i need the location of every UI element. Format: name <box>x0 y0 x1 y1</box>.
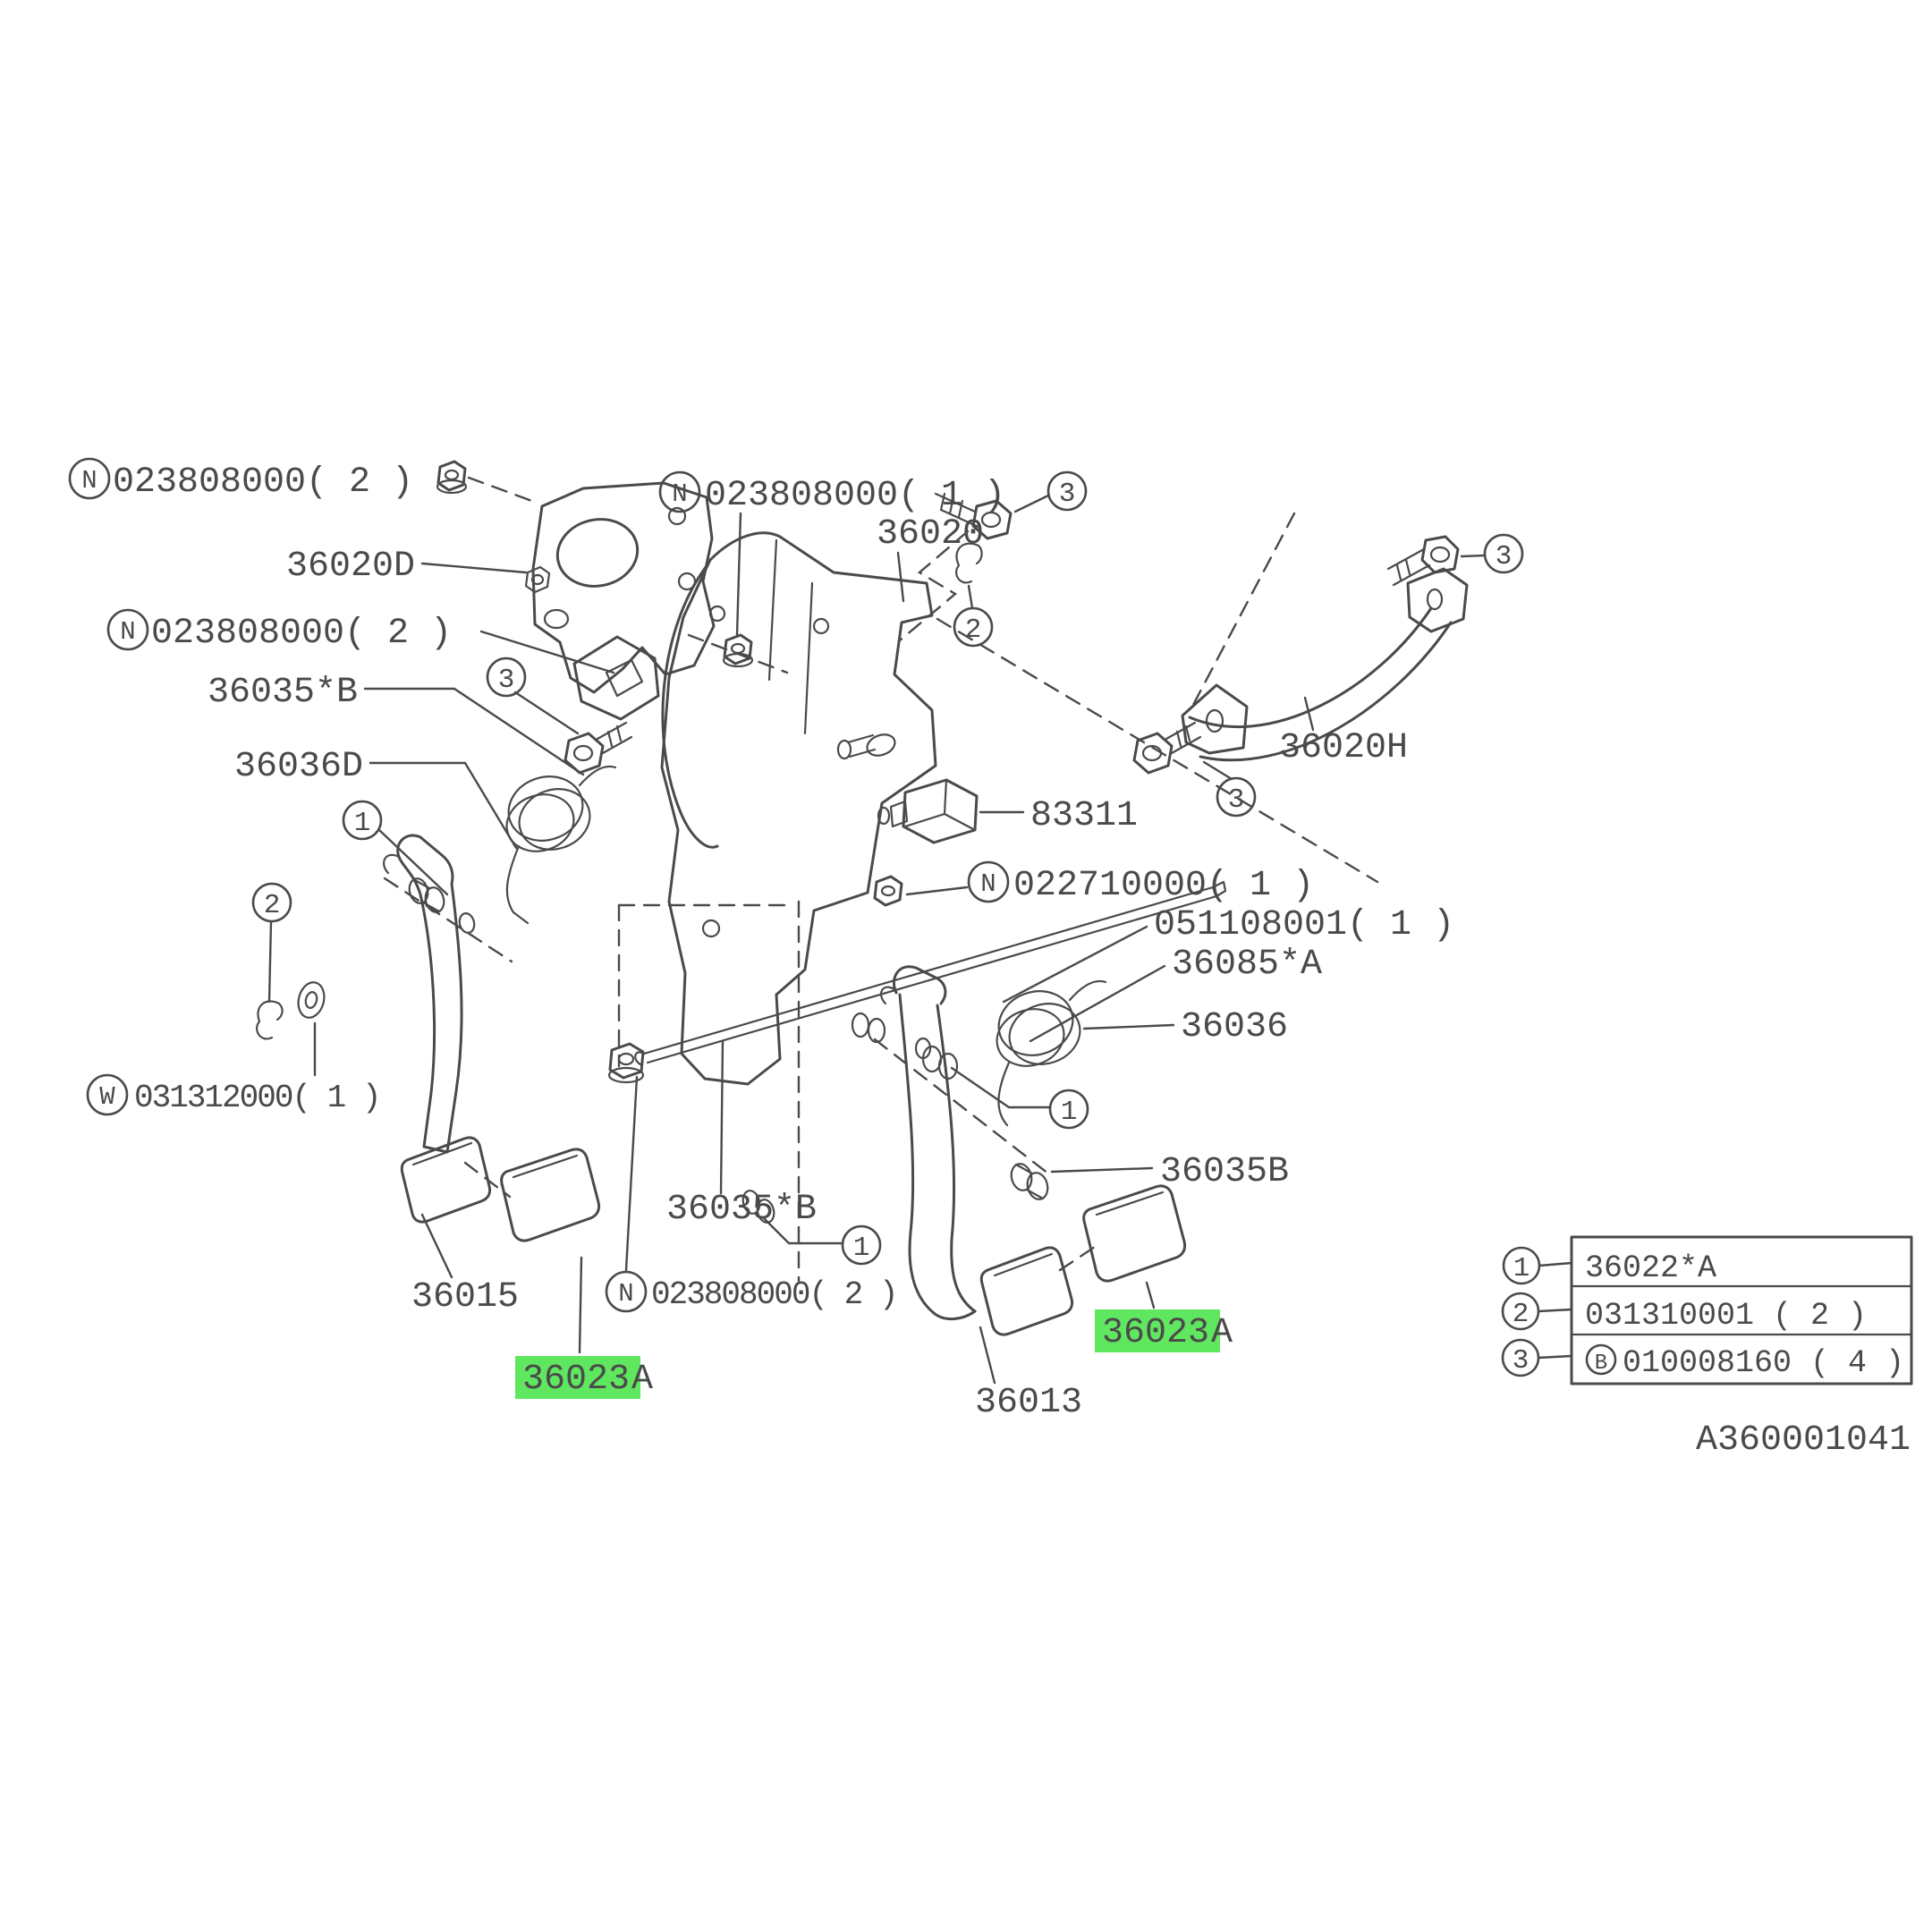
label-36035b-upper: 36035*B <box>208 673 358 713</box>
label-text: 023808000( 2 ) <box>151 614 452 654</box>
svg-text:2: 2 <box>1513 1299 1530 1330</box>
pad-36023a-right <box>1082 1184 1187 1283</box>
label-nut-top-mid: N 023808000( 1 ) <box>658 470 1005 516</box>
pedal-brake-36013 <box>851 965 1074 1336</box>
bushing-36035b <box>1010 1163 1049 1200</box>
label-text: 023808000( 2 ) <box>651 1276 896 1313</box>
prefix-w: W <box>99 1082 115 1112</box>
label-36036: 36036 <box>1181 1007 1288 1047</box>
pad-36023a-left <box>500 1148 601 1242</box>
label-36036d: 36036D <box>234 747 363 787</box>
legend-part-1: 36022*A <box>1585 1250 1716 1286</box>
prefix-n3: N <box>672 479 687 509</box>
label-nut-bottom: N 023808000( 2 ) <box>605 1270 898 1313</box>
svg-text:2: 2 <box>264 890 281 921</box>
callout-1-bottom-mid: 1 <box>841 1224 882 1266</box>
label-36023-left: 36023 <box>522 1360 630 1400</box>
svg-text:3: 3 <box>1513 1345 1530 1377</box>
footer-drawing-code: A360001041 <box>1696 1420 1911 1461</box>
label-text: 031312000( 1 ) <box>134 1080 379 1116</box>
svg-text:3: 3 <box>498 665 515 696</box>
label-36020: 36020 <box>877 514 984 555</box>
c-clip-top <box>955 542 983 584</box>
c-clip-left <box>256 1000 284 1040</box>
highlight-right <box>1095 1309 1220 1352</box>
highlight-left <box>515 1356 640 1399</box>
construction-lines <box>383 476 1379 1283</box>
rod-051108001 <box>634 880 1227 1066</box>
label-36085a: 36085*A <box>1172 945 1322 985</box>
prefix-n4: N <box>980 869 996 899</box>
pedal-clutch-36015 <box>383 834 492 1224</box>
nut-top-left <box>436 460 468 495</box>
callout-2-left: 2 <box>251 882 292 923</box>
label-36023a-left: 36023 A <box>515 1356 653 1400</box>
svg-text:1: 1 <box>1061 1097 1078 1128</box>
label-36035b-right: 36035B <box>1160 1152 1289 1192</box>
svg-text:3: 3 <box>1496 541 1513 572</box>
callout-1-left: 1 <box>342 800 383 841</box>
prefix-n1: N <box>81 466 97 496</box>
label-36035b-lower: 36035*B <box>666 1190 817 1230</box>
svg-text:3: 3 <box>1228 784 1245 816</box>
label-36023a-right: 36023 A <box>1095 1309 1233 1353</box>
prefix-n5: N <box>618 1279 633 1309</box>
leader-lines <box>267 494 1487 1385</box>
legend-part-2: 031310001 ( 2 ) <box>1585 1298 1867 1334</box>
legend-row-3: 3 B 010008160 ( 4 ) <box>1501 1338 1904 1381</box>
legend-part-3: 010008160 ( 4 ) <box>1623 1345 1904 1381</box>
nut-center <box>607 1042 645 1084</box>
label-36020d: 36020D <box>286 547 415 587</box>
nut-small-bracket <box>524 565 551 594</box>
callout-3-upper-left: 3 <box>486 657 527 698</box>
switch-83311 <box>877 778 979 844</box>
label-36020h: 36020H <box>1279 728 1408 768</box>
washer-left <box>297 981 326 1019</box>
label-nut-mid-left: N 023808000( 2 ) <box>106 608 452 654</box>
svg-text:1: 1 <box>1513 1253 1530 1284</box>
label-nut-switch: N 022710000( 1 ) <box>967 860 1314 906</box>
nut-switch <box>873 875 903 907</box>
svg-text:1: 1 <box>853 1233 870 1264</box>
prefix-n2: N <box>120 617 135 647</box>
label-text: 023808000( 2 ) <box>113 462 413 503</box>
stay-36020h <box>1181 567 1469 762</box>
spring-36036d <box>505 765 617 925</box>
bushing-clutch <box>408 877 476 934</box>
callout-3-top-mid: 3 <box>1046 470 1088 512</box>
legend-row-2: 2 031310001 ( 2 ) <box>1501 1292 1867 1334</box>
label-36013: 36013 <box>975 1383 1082 1423</box>
callout-3-right: 3 <box>1483 533 1524 574</box>
label-text: 023808000( 1 ) <box>705 476 1005 516</box>
label-36023-right-suffix: A <box>1211 1313 1233 1353</box>
spring-36036 <box>996 979 1107 1127</box>
callout-3-lower-right: 3 <box>1216 776 1257 818</box>
bracket-36020-main <box>660 531 937 1086</box>
bolt-top-mid <box>934 492 1013 540</box>
callout-2-top-mid: 2 <box>953 606 994 648</box>
bolt-upper-left <box>564 721 633 775</box>
callouts: 3 3 2 3 3 1 2 1 <box>251 470 1524 1266</box>
nut-top-mid <box>722 633 754 668</box>
label-36023-right: 36023 <box>1102 1313 1209 1353</box>
label-36023-left-suffix: A <box>631 1360 653 1400</box>
label-83311: 83311 <box>1030 796 1138 836</box>
legend-row-1: 1 36022*A <box>1502 1246 1716 1286</box>
bolt-lower-right <box>1132 721 1202 775</box>
legend-prefix-b: B <box>1595 1352 1607 1376</box>
label-text: 022710000( 1 ) <box>1013 866 1314 906</box>
svg-text:2: 2 <box>965 614 982 646</box>
legend-table: 1 36022*A 2 031310001 ( 2 ) 3 B 01000816… <box>1501 1235 1913 1385</box>
label-washer-left: W 031312000( 1 ) <box>86 1073 381 1116</box>
label-36015: 36015 <box>411 1277 519 1318</box>
svg-text:1: 1 <box>354 808 371 839</box>
label-051108001: 051108001( 1 ) <box>1154 905 1454 945</box>
labels: N 023808000( 2 ) 36020D N 023808000( 2 )… <box>68 457 1454 1423</box>
bolt-right <box>1386 535 1460 587</box>
svg-text:3: 3 <box>1059 479 1076 510</box>
label-nut-top-left: N 023808000( 2 ) <box>68 457 413 503</box>
callout-1-right-mid: 1 <box>1048 1089 1089 1130</box>
